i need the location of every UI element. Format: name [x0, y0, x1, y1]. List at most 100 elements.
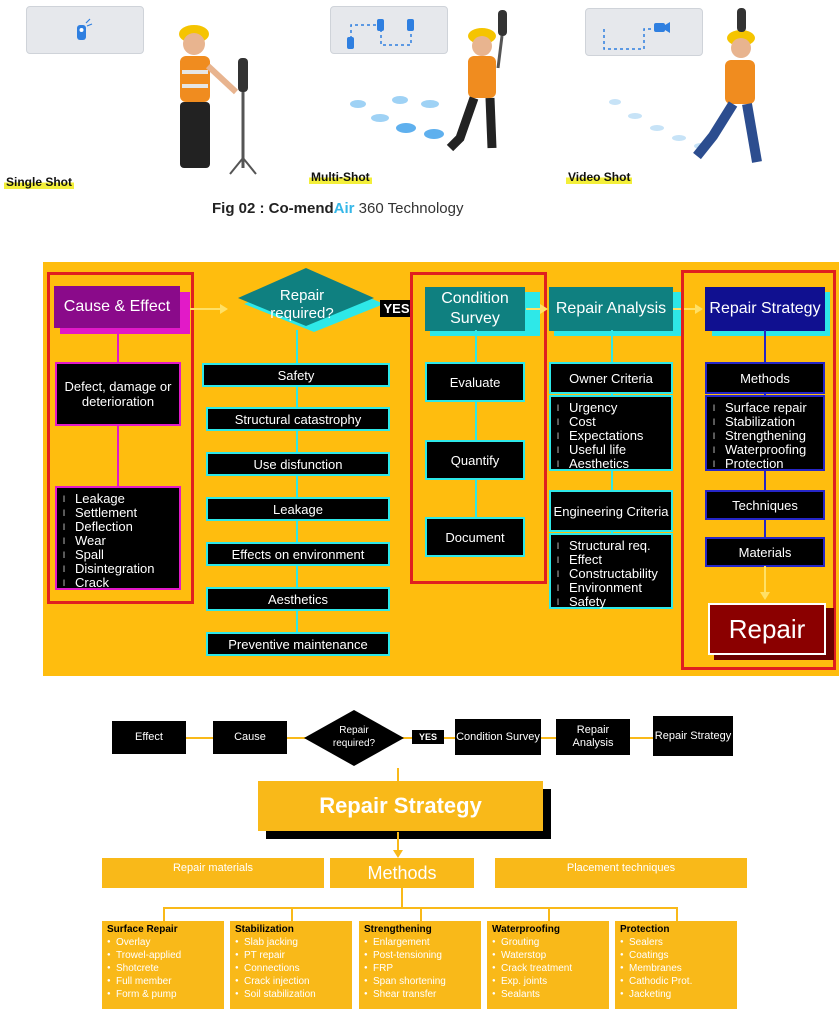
column-drop: [676, 907, 678, 921]
repair-required-diamond-small: [304, 710, 404, 766]
camera-path-icon: [347, 19, 414, 49]
owner-criteria-list: Urgency Cost Expectations Useful life Ae…: [549, 395, 673, 471]
methods-item: Stabilization: [713, 415, 817, 430]
column-drop: [291, 907, 293, 921]
requirement-box: Leakage: [206, 497, 390, 521]
method-column-title: Waterproofing: [492, 924, 560, 935]
repair-strategy-title: Repair Strategy: [258, 781, 543, 831]
arrow-down-icon: [393, 832, 403, 858]
repair-strategy-small-box: Repair Strategy: [653, 716, 733, 756]
method-item: Sealants: [492, 988, 604, 1001]
quantify-box: Quantify: [425, 440, 525, 480]
method-item: Grouting: [492, 936, 604, 949]
repair-required-diamond: [238, 268, 384, 332]
worker-video-shot-illustration: [609, 8, 762, 163]
owner-criteria-item: Aesthetics: [557, 457, 665, 472]
method-item: Coatings: [620, 949, 732, 962]
arrow-down-icon: [760, 566, 770, 600]
cause-effect-frame: [47, 272, 194, 604]
method-item: Shear transfer: [364, 988, 476, 1001]
method-item: Waterstop: [492, 949, 604, 962]
video-shot-label: Video Shot: [566, 170, 633, 184]
repair-materials-box: Repair materials: [102, 858, 324, 888]
method-item: Sealers: [620, 936, 732, 949]
column-drop: [548, 907, 550, 921]
materials-box: Materials: [705, 537, 825, 567]
method-item: Shotcrete: [107, 962, 219, 975]
arrow-right-icon: [190, 304, 228, 314]
condition-survey-frame: [410, 272, 547, 584]
method-column-title: Protection: [620, 924, 670, 935]
evaluate-box: Evaluate: [425, 362, 525, 402]
method-item: Cathodic Prot.: [620, 975, 732, 988]
method-item: Jacketing: [620, 988, 732, 1001]
method-column-title: Surface Repair: [107, 924, 178, 935]
figure-caption-suffix: 360 Technology: [354, 200, 464, 217]
method-item: Slab jacking: [235, 936, 347, 949]
defect-item: Leakage: [63, 492, 173, 507]
method-item: Span shortening: [364, 975, 476, 988]
method-column-title: Stabilization: [235, 924, 294, 935]
video-shot-camera-panel: [585, 8, 703, 56]
repair-strategy-frame: [681, 270, 836, 670]
methods-item: Strengthening: [713, 429, 817, 444]
method-item: Post-tensioning: [364, 949, 476, 962]
title-connector: [397, 768, 399, 786]
method-item: Overlay: [107, 936, 219, 949]
figure-caption: Fig 02 : Co-mendAir 360 Technology: [212, 200, 464, 217]
methods-list: Surface repair Stabilization Strengtheni…: [705, 395, 825, 471]
repair-required-label: Repair required?: [270, 287, 334, 322]
engineering-criteria-item: Effect: [557, 553, 665, 568]
yes-small-label: YES: [412, 730, 444, 744]
requirement-box: Safety: [202, 363, 390, 387]
techniques-box: Techniques: [705, 490, 825, 520]
method-item: Connections: [235, 962, 347, 975]
requirement-box: Use disfunction: [206, 452, 390, 476]
method-column-waterproofing: Waterproofing Grouting Waterstop Crack t…: [487, 921, 609, 1009]
document-box: Document: [425, 517, 525, 557]
effect-box: Effect: [112, 721, 186, 754]
repair-analysis-small-box: Repair Analysis: [556, 719, 630, 755]
cause-box: Cause: [213, 721, 287, 754]
figure-caption-prefix: Fig 02 : Co-mend: [212, 200, 334, 217]
method-column-title: Strengthening: [364, 924, 432, 935]
method-item: Exp. joints: [492, 975, 604, 988]
requirement-box: Effects on environment: [206, 542, 390, 566]
worker-multi-shot-illustration: [350, 10, 507, 152]
defect-item: Deflection: [63, 520, 173, 535]
method-item: FRP: [364, 962, 476, 975]
owner-criteria-item: Cost: [557, 415, 665, 430]
method-column-protection: Protection Sealers Coatings Membranes Ca…: [615, 921, 737, 1009]
column-drop: [420, 907, 422, 921]
condition-survey-small-box: Condition Survey: [455, 719, 541, 755]
engineering-criteria-item: Constructability: [557, 567, 665, 582]
single-shot-camera-panel: [26, 6, 144, 54]
engineering-criteria-box: Engineering Criteria: [549, 490, 673, 532]
worker-single-shot-illustration: [179, 25, 257, 175]
owner-criteria-item: Expectations: [557, 429, 665, 444]
requirement-box: Aesthetics: [206, 587, 390, 611]
methods-item: Waterproofing: [713, 443, 817, 458]
method-item: PT repair: [235, 949, 347, 962]
yes-label: YES: [380, 300, 413, 317]
defect-item: Spall: [63, 548, 173, 563]
placement-techniques-box: Placement techniques: [495, 858, 747, 888]
methods-item: Protection: [713, 457, 817, 472]
column-drop: [163, 907, 165, 921]
method-column-stabilization: Stabilization Slab jacking PT repair Con…: [230, 921, 352, 1009]
defect-item: Settlement: [63, 506, 173, 521]
methods-connector: [401, 888, 403, 908]
methods-item: Surface repair: [713, 401, 817, 416]
repair-box: Repair: [708, 603, 826, 655]
arrow-right-icon: [673, 304, 703, 314]
defect-list: Leakage Settlement Deflection Wear Spall…: [55, 486, 181, 590]
method-item: Crack treatment: [492, 962, 604, 975]
engineering-criteria-item: Safety: [557, 595, 665, 610]
cause-effect-box: Cause & Effect: [54, 286, 180, 328]
method-column-surface-repair: Surface Repair Overlay Trowel-applied Sh…: [102, 921, 224, 1009]
defect-item: Disintegration: [63, 562, 173, 577]
method-item: Form & pump: [107, 988, 219, 1001]
method-item: Soil stabilization: [235, 988, 347, 1001]
condition-survey-box: Condition Survey: [425, 287, 525, 331]
defect-item: Crack: [63, 576, 173, 591]
